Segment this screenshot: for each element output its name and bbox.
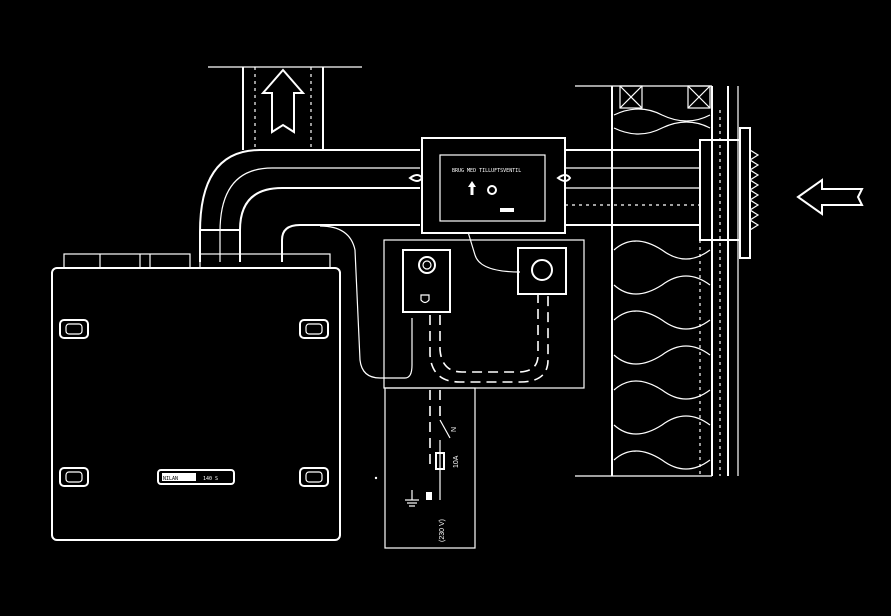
nameplate bbox=[157, 469, 235, 485]
nameplate-brand: NILAN bbox=[163, 476, 178, 482]
fresh-air-arrow bbox=[796, 178, 864, 216]
control-box-label: BRUG MED TILLUFTSVENTIL bbox=[452, 168, 521, 174]
latch-top-right bbox=[299, 319, 329, 339]
ventilation-unit: NILAN 140 S bbox=[51, 253, 341, 541]
latch-top-left bbox=[59, 319, 89, 339]
latch-bottom-right bbox=[299, 467, 329, 487]
stray-dot bbox=[374, 476, 378, 480]
power-supply-panel: 10A N (230 V) bbox=[384, 387, 476, 549]
elbow-duct bbox=[199, 149, 420, 379]
fuse-rating: 10A bbox=[453, 455, 460, 468]
control-box: BRUG MED TILLUFTSVENTIL bbox=[421, 137, 566, 234]
nameplate-model: 140 S bbox=[203, 476, 218, 482]
switch-mark: N bbox=[451, 427, 458, 432]
latch-bottom-left bbox=[59, 467, 89, 487]
electrical-enclosure bbox=[383, 231, 585, 389]
horizontal-duct bbox=[408, 149, 700, 226]
external-wall bbox=[575, 85, 760, 477]
supply-voltage: (230 V) bbox=[439, 519, 446, 542]
exhaust-duct bbox=[208, 66, 362, 150]
